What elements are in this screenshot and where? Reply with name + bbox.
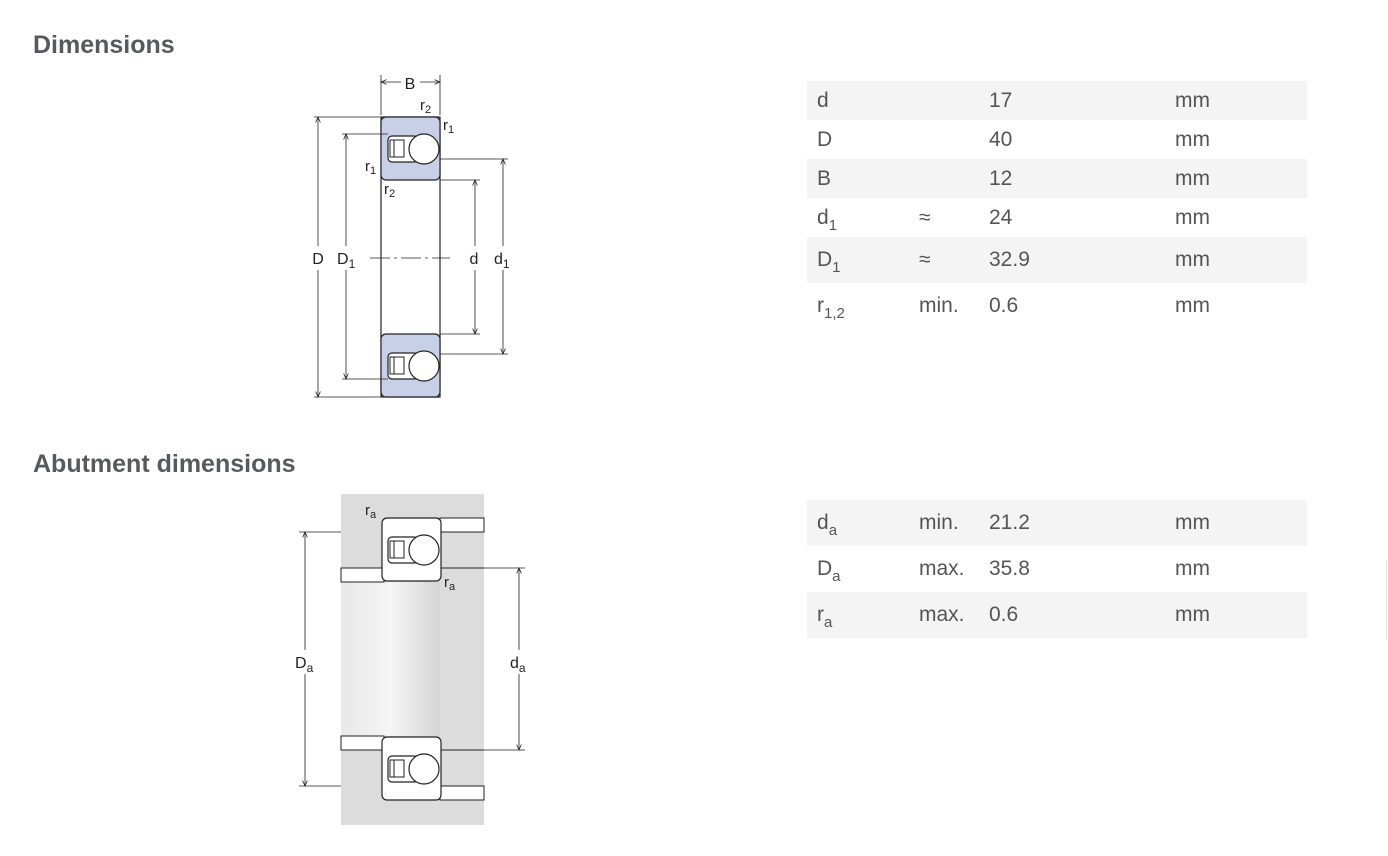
symbol-cell: d1 <box>817 205 838 234</box>
value-cell: 40 <box>989 127 1013 151</box>
qualifier-cell: max. <box>909 592 979 638</box>
symbol-cell: da <box>807 500 909 546</box>
unit-cell: mm <box>1175 294 1210 317</box>
qualifier-cell <box>909 81 979 120</box>
qualifier-cell: max. <box>919 557 965 580</box>
value-cell: 12 <box>979 159 1165 198</box>
qualifier-cell: ≈ <box>909 237 979 283</box>
qualifier-cell <box>909 120 979 159</box>
table-row: d1 ≈ 24 mm <box>807 198 1307 237</box>
value-cell: 0.6 <box>979 592 1165 638</box>
page-edge-divider <box>1386 560 1387 640</box>
section-title-abutment: Abutment dimensions <box>33 450 296 478</box>
table-row: r1,2 min. 0.6 mm <box>807 283 1307 329</box>
table-row: d 17 mm <box>807 81 1307 120</box>
symbol-cell: d <box>807 81 909 120</box>
bearing-dimensions-drawing: B r2 r1 r1 r2 D D1 d d1 <box>312 75 510 410</box>
label-r1-left: r1 <box>365 158 376 177</box>
label-da: da <box>510 655 526 675</box>
abutment-dimensions-table: da min. 21.2 mm Da max. 35.8 mm ra max. … <box>807 500 1307 638</box>
table-row: da min. 21.2 mm <box>807 500 1307 546</box>
label-D1: D1 <box>337 251 356 271</box>
table-row: B 12 mm <box>807 159 1307 198</box>
unit-cell: mm <box>1165 81 1307 120</box>
qualifier-cell: ≈ <box>919 205 931 229</box>
section-title-dimensions: Dimensions <box>33 31 175 59</box>
label-r2-left: r2 <box>384 181 395 200</box>
symbol-cell: B <box>807 159 909 198</box>
unit-cell: mm <box>1175 205 1210 229</box>
value-cell: 21.2 <box>979 500 1165 546</box>
label-ra-mid: ra <box>444 574 456 593</box>
symbol-cell: r1,2 <box>817 294 845 322</box>
value-cell: 32.9 <box>979 237 1165 283</box>
unit-cell: mm <box>1165 592 1307 638</box>
label-B: B <box>405 76 416 93</box>
qualifier-cell: min. <box>909 500 979 546</box>
table-row: D 40 mm <box>807 120 1307 159</box>
dimensions-table: d 17 mm D 40 mm B 12 mm d1 ≈ 24 mm D1 ≈ … <box>807 81 1307 329</box>
label-d1: d1 <box>494 251 510 271</box>
value-cell: 0.6 <box>989 294 1019 317</box>
abutment-dimensions-drawing: ra ra Da da <box>295 494 526 825</box>
label-Da: Da <box>295 655 314 675</box>
unit-cell: mm <box>1165 500 1307 546</box>
unit-cell: mm <box>1175 557 1210 580</box>
value-cell: 17 <box>979 81 1165 120</box>
label-d: d <box>470 251 479 268</box>
symbol-cell: D <box>817 127 833 151</box>
label-r2-top: r2 <box>420 97 431 116</box>
symbol-cell: D1 <box>807 237 909 283</box>
unit-cell: mm <box>1165 237 1307 283</box>
label-D: D <box>312 251 324 268</box>
table-row: Da max. 35.8 mm <box>807 546 1307 592</box>
value-cell: 24 <box>989 205 1013 229</box>
table-row: ra max. 0.6 mm <box>807 592 1307 638</box>
label-ra-top: ra <box>365 502 377 521</box>
symbol-cell: ra <box>807 592 909 638</box>
qualifier-cell: min. <box>919 294 959 317</box>
symbol-cell: Da <box>817 557 841 585</box>
unit-cell: mm <box>1165 159 1307 198</box>
value-cell: 35.8 <box>989 557 1030 580</box>
qualifier-cell <box>909 159 979 198</box>
unit-cell: mm <box>1175 127 1210 151</box>
label-r1-top: r1 <box>443 117 454 136</box>
table-row: D1 ≈ 32.9 mm <box>807 237 1307 283</box>
